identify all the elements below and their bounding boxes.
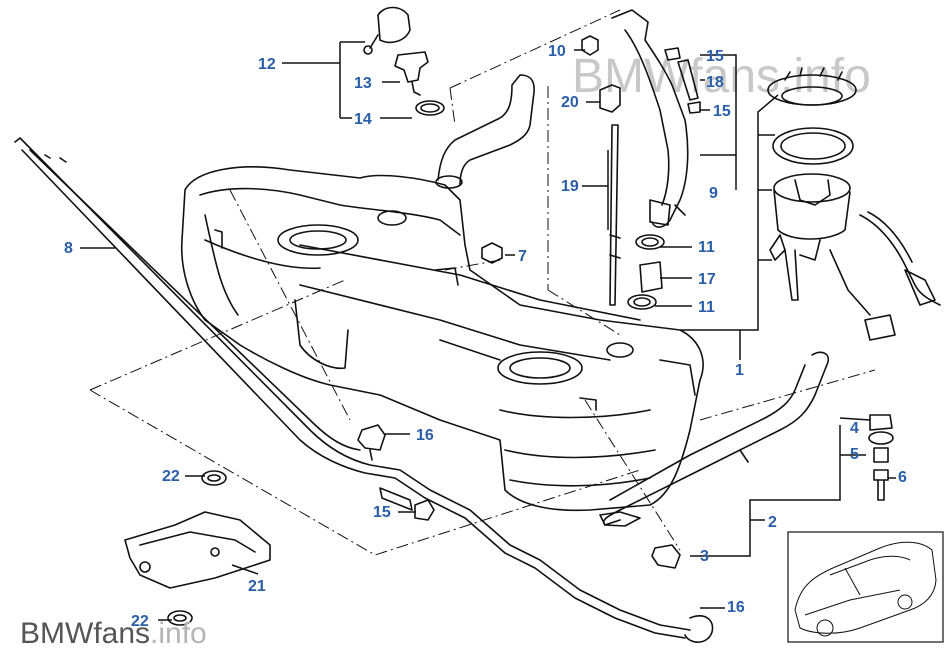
heat-shield <box>124 511 271 589</box>
car-thumbnail <box>787 531 944 643</box>
filler-pipe <box>611 9 689 228</box>
callout-8: 8 <box>64 240 73 257</box>
leaders <box>80 41 896 621</box>
callout-6: 6 <box>898 469 907 486</box>
callout-7: 7 <box>518 248 527 265</box>
callout-11a: 11 <box>698 239 715 256</box>
fuel-cap-assembly <box>363 6 445 116</box>
strap-bolt-set <box>868 414 894 501</box>
callout-19: 19 <box>561 178 579 195</box>
watermark-bottom-main: BMWfans <box>20 617 150 650</box>
nut-7 <box>481 242 503 264</box>
fuel-lines <box>14 137 714 643</box>
callout-22b: 22 <box>131 613 149 630</box>
clip-lower <box>414 499 435 521</box>
callout-15c: 15 <box>373 504 391 521</box>
callout-14: 14 <box>354 111 372 128</box>
tank-strap <box>599 351 830 527</box>
clip-upper <box>357 424 386 461</box>
callout-16a: 16 <box>416 427 434 444</box>
callout-12: 12 <box>258 56 276 73</box>
callout-15b: 15 <box>713 103 731 120</box>
filler-neck <box>435 74 535 189</box>
callout-17: 17 <box>698 271 716 288</box>
callout-9: 9 <box>709 185 718 202</box>
grommet-22-bottom <box>167 610 193 626</box>
callout-21: 21 <box>248 578 266 595</box>
fuel-pump-unit <box>767 67 941 341</box>
callout-13: 13 <box>354 75 372 92</box>
vent-tube <box>609 124 621 306</box>
callout-11b: 11 <box>698 299 715 316</box>
watermark-bottom: BMWfans.info <box>20 617 207 650</box>
reference-lines <box>89 9 876 556</box>
fuel-tank <box>180 166 704 512</box>
callout-20: 20 <box>561 94 579 111</box>
callout-16b: 16 <box>727 599 745 616</box>
grommet-22-top <box>201 470 227 486</box>
callout-5: 5 <box>850 446 859 463</box>
callout-18: 18 <box>706 74 724 91</box>
callout-15a: 15 <box>706 48 724 65</box>
callout-10: 10 <box>548 43 566 60</box>
callout-4: 4 <box>850 420 859 437</box>
watermark-bottom-suffix: .info <box>150 617 207 650</box>
watermark-top: BMWfans.info <box>572 50 871 103</box>
callout-1: 1 <box>735 362 744 379</box>
callout-3: 3 <box>700 548 709 565</box>
hose-clips <box>627 234 665 310</box>
callout-22a: 22 <box>162 468 180 485</box>
clip-3 <box>651 544 681 569</box>
callout-2: 2 <box>768 514 777 531</box>
